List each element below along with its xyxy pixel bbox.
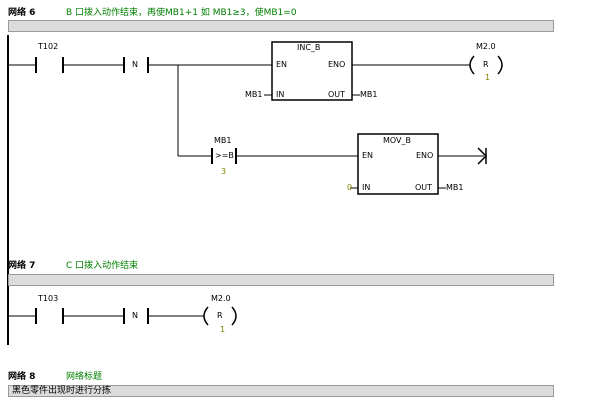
network-6-comment-bar[interactable] xyxy=(8,20,554,32)
coil-left[interactable] xyxy=(203,306,209,326)
network-7-title: 网络 7 xyxy=(8,261,36,271)
network-6-title: 网络 6 xyxy=(8,8,36,18)
network-8-title: 网络 8 xyxy=(8,372,36,382)
inc-b-eno: ENO xyxy=(328,60,346,69)
coil-m20-type: R xyxy=(483,60,489,69)
coil-m20-count: 1 xyxy=(485,73,491,82)
inc-b-block[interactable] xyxy=(271,41,353,101)
coil-m20-count: 1 xyxy=(220,325,226,334)
compare-value: 3 xyxy=(221,167,227,176)
inc-b-in-operand[interactable]: MB1 xyxy=(245,90,263,99)
coil-m20-type: R xyxy=(217,311,223,320)
inc-b-out: OUT xyxy=(328,90,346,99)
network-7-description: C 口拨入动作结束 xyxy=(66,261,139,271)
t103-label: T103 xyxy=(38,294,59,303)
inc-b-en: EN xyxy=(276,60,288,69)
coil-m20-address: M2.0 xyxy=(476,42,496,51)
t102-label: T102 xyxy=(38,42,59,51)
coil-right[interactable] xyxy=(497,55,503,75)
network-8-description: 网络标题 xyxy=(66,372,103,382)
mov-b-out-operand[interactable]: MB1 xyxy=(446,183,464,192)
mov-b-title: MOV_B xyxy=(383,136,412,145)
coil-m20-address: M2.0 xyxy=(211,294,231,303)
network-7-comment-bar[interactable] xyxy=(8,274,554,286)
inc-b-out-operand[interactable]: MB1 xyxy=(360,90,378,99)
n-label: N xyxy=(132,311,138,320)
n-label: N xyxy=(132,60,138,69)
network-6-description: B 口拨入动作结束，再使MB1+1 如 MB1≥3，使MB1=0 xyxy=(66,8,297,18)
inc-b-title: INC_B xyxy=(297,43,321,52)
mov-b-en: EN xyxy=(362,151,374,160)
coil-left[interactable] xyxy=(469,55,475,75)
coil-right[interactable] xyxy=(231,306,237,326)
network-8-comment-bar[interactable]: 黑色零件出现时进行分拣 xyxy=(8,385,554,397)
compare-address: MB1 xyxy=(214,136,232,145)
mov-b-eno: ENO xyxy=(416,151,434,160)
mov-b-in-operand[interactable]: 0 xyxy=(347,183,353,192)
mov-b-block[interactable] xyxy=(357,133,439,195)
mov-b-in: IN xyxy=(362,183,371,192)
compare-operator: >=B xyxy=(215,151,234,160)
inc-b-in: IN xyxy=(276,90,285,99)
mov-b-out: OUT xyxy=(415,183,433,192)
